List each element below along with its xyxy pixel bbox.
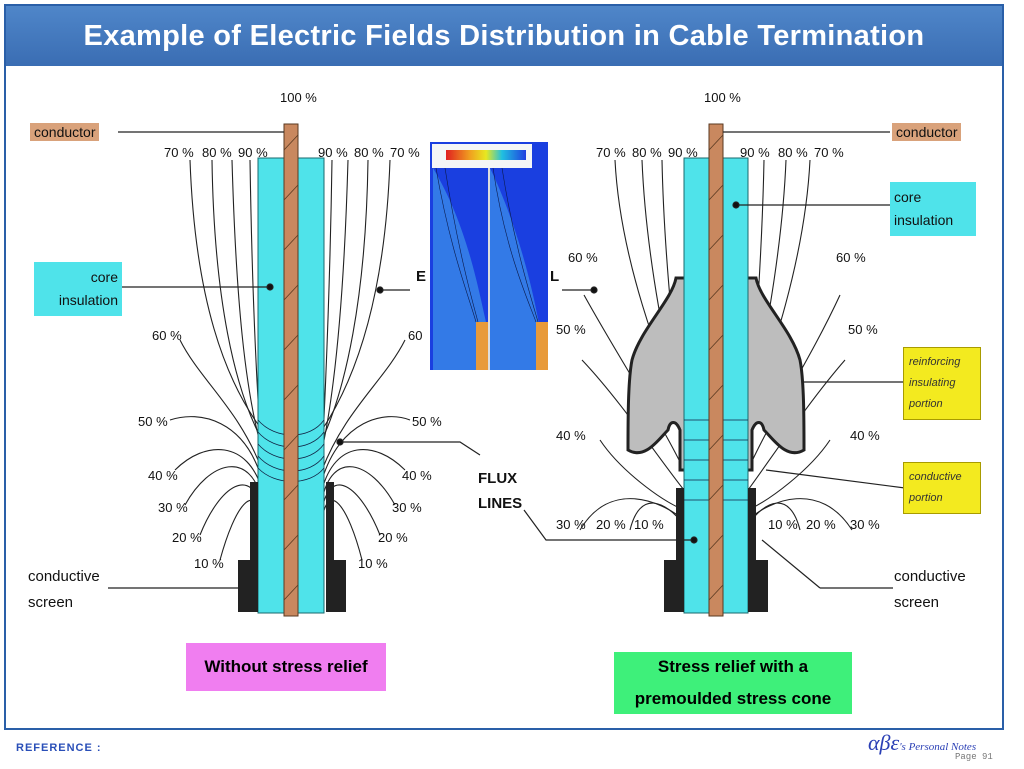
left-conductor-label: conductor — [30, 123, 100, 141]
left-pct-70-r: 70 % — [390, 145, 420, 160]
left-conductive-screen-shape — [238, 482, 346, 612]
logo: αβε's Personal Notes — [868, 730, 976, 756]
right-pct-50-r: 50 % — [848, 322, 878, 337]
left-pct-90-l: 90 % — [238, 145, 268, 160]
right-leaders — [523, 131, 906, 589]
left-caption-text: Without stress relief — [204, 657, 368, 676]
left-caption: Without stress relief — [186, 643, 386, 691]
right-pct-10-r: 10 % — [768, 517, 798, 532]
right-pct-40-l: 40 % — [556, 428, 586, 443]
right-core-insulation-label: core insulation — [890, 182, 976, 236]
left-pct-50-l: 50 % — [138, 414, 168, 429]
reinforcing-insulating-label: reinforcing insulating portion — [903, 347, 981, 420]
right-pct-70-r: 70 % — [814, 145, 844, 160]
reference-label: REFERENCE : — [16, 742, 102, 754]
e-left-label: E — [416, 268, 427, 285]
left-pct-40-l: 40 % — [148, 468, 178, 483]
right-pct-10-l: 10 % — [634, 517, 664, 532]
left-pct-90-r: 90 % — [318, 145, 348, 160]
left-leaders — [108, 131, 481, 589]
right-top-pct: 100 % — [704, 90, 741, 105]
left-pct-30-r: 30 % — [392, 500, 422, 515]
right-pct-20-l: 20 % — [596, 517, 626, 532]
right-pct-80-r: 80 % — [778, 145, 808, 160]
e-right-label: L — [550, 268, 560, 285]
field-simulation-inset — [430, 142, 548, 370]
title-bar: Example of Electric Fields Distribution … — [6, 6, 1002, 66]
right-pct-20-r: 20 % — [806, 517, 836, 532]
left-top-pct: 100 % — [280, 90, 317, 105]
inset-left-conductor — [476, 322, 488, 370]
left-core-insulation-label: core insulation — [34, 262, 122, 316]
left-pct-70-l: 70 % — [164, 145, 194, 160]
right-pct-40-r: 40 % — [850, 428, 880, 443]
right-conductor-label: conductor — [892, 123, 962, 141]
page-number: Page 91 — [955, 752, 993, 762]
right-conductor — [708, 123, 724, 617]
left-pct-60-l: 60 % — [152, 328, 182, 343]
left-pct-20-r: 20 % — [378, 530, 408, 545]
right-pct-90-r: 90 % — [740, 145, 770, 160]
right-pct-80-l: 80 % — [632, 145, 662, 160]
right-conductive-screen-shape — [664, 488, 768, 612]
right-pct-90-l: 90 % — [668, 145, 698, 160]
left-pct-80-l: 80 % — [202, 145, 232, 160]
right-conductive-screen-label: conductive screen — [894, 568, 966, 611]
left-pct-10-r: 10 % — [358, 556, 388, 571]
flux-lines-label: FLUX LINES — [478, 470, 523, 512]
left-conductor-strands — [283, 134, 299, 601]
right-pct-30-l: 30 % — [556, 517, 586, 532]
left-pct-40-r: 40 % — [402, 468, 432, 483]
left-pct-10-l: 10 % — [194, 556, 224, 571]
left-pct-60-r: 60 — [408, 328, 423, 343]
right-termination — [523, 123, 906, 617]
right-pct-70-l: 70 % — [596, 145, 626, 160]
left-field-lines — [169, 159, 411, 561]
left-pct-30-l: 30 % — [158, 500, 188, 515]
right-pct-60-r: 60 % — [836, 250, 866, 265]
left-termination — [108, 123, 481, 617]
page-title: Example of Electric Fields Distribution … — [83, 19, 925, 52]
left-conductor — [283, 123, 299, 617]
right-caption: Stress relief with a premoulded stress c… — [614, 652, 852, 714]
right-pct-60-l: 60 % — [568, 250, 598, 265]
conductive-portion-label: conductive portion — [903, 462, 981, 514]
right-pct-50-l: 50 % — [556, 322, 586, 337]
left-pct-80-r: 80 % — [354, 145, 384, 160]
logo-sub: 's Personal Notes — [899, 741, 977, 753]
inset-right-conductor — [536, 322, 548, 370]
inset-colorbar — [446, 150, 526, 160]
logo-mark: αβε — [868, 730, 900, 755]
left-pct-20-l: 20 % — [172, 530, 202, 545]
left-conductive-screen-label: conductive screen — [28, 568, 100, 611]
right-pct-30-r: 30 % — [850, 517, 880, 532]
right-caption-text: Stress relief with a premoulded stress c… — [634, 657, 832, 708]
left-pct-50-r: 50 % — [412, 414, 442, 429]
